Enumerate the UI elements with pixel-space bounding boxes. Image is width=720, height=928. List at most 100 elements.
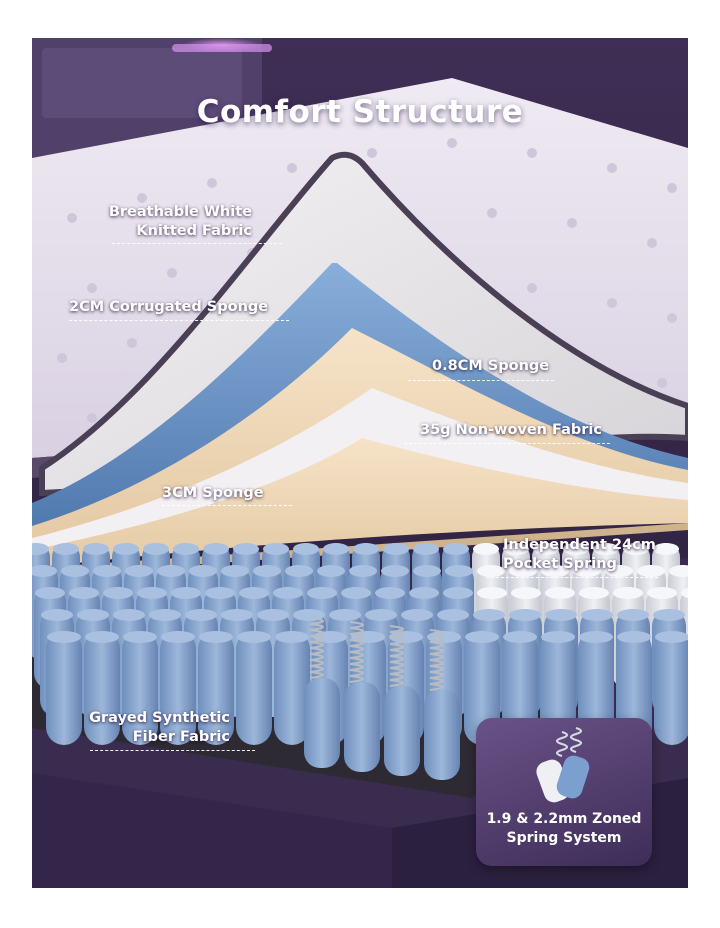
page-title: Comfort Structure [196,94,524,130]
pocket-coil-top [541,631,575,643]
pocket-coil-top [53,543,79,555]
open-sleeve [424,690,460,780]
pocket-coil-top [329,609,361,621]
pocket-coil [46,631,82,745]
leader-fiber-fabric [90,750,255,751]
leader-08cm-sponge [408,380,554,381]
pocket-coil-top [113,609,145,621]
label-knitted-fabric: Breathable White Knitted Fabric [108,204,252,239]
label-nonwoven-fabric: 35g Non-woven Fabric [420,422,602,438]
pocket-coil-top [205,587,235,599]
open-sleeve [304,678,340,768]
pocket-coil-top [581,609,613,621]
pocket-coil-top [161,631,195,643]
pocket-coil-top [381,565,409,577]
pocket-coil-top [511,587,541,599]
pocket-coil-top [285,565,313,577]
leader-corrugated-sponge [69,320,289,321]
label-3cm-sponge: 3CM Sponge [162,485,264,501]
zoned-spring-inset: 1.9 & 2.2mm Zoned Spring System [476,718,652,866]
pocket-coil-top [593,543,619,555]
pocket-coil-top [85,631,119,643]
pocket-coil-top [293,609,325,621]
pocket-coil-top [61,565,89,577]
pocket-coil-top [221,565,249,577]
pocket-coil-top [137,587,167,599]
pocket-coil-top [473,543,499,555]
pocket-coil [578,631,614,745]
pocket-coil-top [93,565,121,577]
pocket-coil-top [437,609,469,621]
pocket-coil-top [445,565,473,577]
pocket-coil-top [477,565,505,577]
pocket-coil-top [257,609,289,621]
pocket-coil-top [545,609,577,621]
pocket-coil-top [317,565,345,577]
pocket-coil [502,631,538,745]
pocket-coil-top [477,587,507,599]
pocket-coil-top [157,565,185,577]
pocket-coil-top [113,543,139,555]
pocket-coil-top [655,631,688,643]
pocket-coil-top [237,631,271,643]
pocket-coil-top [579,587,609,599]
pocket-coil-top [623,543,649,555]
pocket-coil-top [443,543,469,555]
pocket-coil-top [545,587,575,599]
pocket-coil-top [221,609,253,621]
pocket-coil-top [427,631,461,643]
pocket-coil-top [681,587,688,599]
pocket-coil-top [365,609,397,621]
pocket-coil [464,631,500,745]
label-fiber-fabric: Grayed Synthetic Fiber Fabric [89,710,230,745]
pocket-coil-top [617,609,649,621]
pocket-coil-top [617,631,651,643]
pocket-coil-top [103,587,133,599]
pocket-coil-top [173,543,199,555]
pocket-coil [84,631,120,745]
pocket-coil-top [123,631,157,643]
pocket-coil-top [653,609,685,621]
leader-3cm-sponge [162,505,292,506]
pocket-coil-top [35,587,65,599]
pocket-coil-top [32,565,57,577]
pocket-coil-top [143,543,169,555]
exposed-spring [309,617,324,679]
pocket-coil-top [199,631,233,643]
pocket-coil-top [171,587,201,599]
pocket-coil-top [533,543,559,555]
pocket-coil-top [341,587,371,599]
pocket-coil-top [653,543,679,555]
pocket-coil-top [503,543,529,555]
spring-icon [536,726,590,803]
exposed-spring [389,625,404,687]
pocket-coil-top [275,631,309,643]
label-08cm-sponge: 0.8CM Sponge [432,358,550,374]
pocket-coil-top [647,587,677,599]
pocket-coil-top [413,543,439,555]
pocket-coil-top [579,631,613,643]
pocket-coil-top [637,565,665,577]
pocket-coil [654,631,688,745]
pocket-coil-top [32,543,49,555]
inset-caption-line2: Spring System [506,830,622,846]
pocket-coil-top [465,631,499,643]
exposed-spring [349,621,364,683]
pocket-coil-top [47,631,81,643]
pocket-coil-top [509,609,541,621]
pocket-coil [540,631,576,745]
pocket-coil-top [185,609,217,621]
pocket-coil-top [375,587,405,599]
mattress-scene: 1.9 & 2.2mm Zoned Spring System [32,38,688,888]
pocket-coil-top [401,609,433,621]
pocket-coil-top [293,543,319,555]
pocket-coil [198,631,234,745]
pocket-coil-top [203,543,229,555]
pocket-coil-top [149,609,181,621]
pocket-coil-top [413,565,441,577]
leader-knitted-fabric [112,243,282,244]
pocket-coil [122,631,158,745]
pocket-coil-top [563,543,589,555]
pocket-coil-top [263,543,289,555]
pocket-coil-top [443,587,473,599]
